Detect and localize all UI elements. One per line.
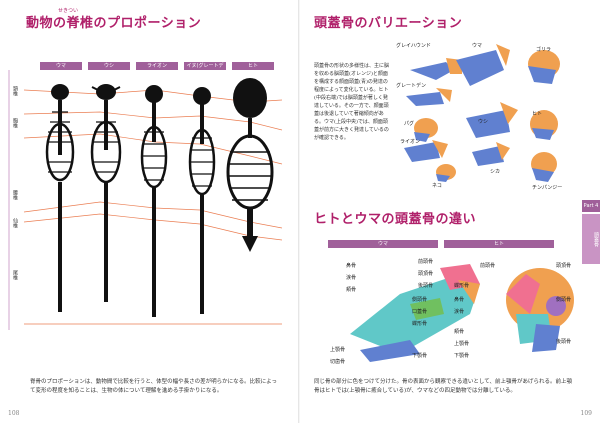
left-page: せきつい 動物の脊椎のプロポーション ウマ ウシ ライオン イヌ(グレートデン)… [8, 8, 283, 417]
skull-greatdane [406, 88, 452, 106]
skull-label-cow: ウシ [478, 119, 489, 125]
skull-label-chimp: チンパンジー [532, 185, 563, 191]
label-cervical: 頸椎 [12, 86, 18, 96]
human-bone-6: 頬骨 [454, 329, 465, 335]
horse-bone-3: 頬骨 [346, 287, 357, 293]
human-bone-1: 前頭骨 [480, 263, 496, 269]
skull-label-lion: ライオン [400, 139, 421, 145]
skull-cow [466, 102, 518, 138]
human-skull [506, 268, 574, 352]
right-intro-text: 頭蓋骨の形状の多様性は、主に脳を収める脳頭蓋(オレンジ)と顔面を構成する顔面頭蓋… [314, 63, 390, 141]
compare-header-human: ヒト [444, 240, 554, 248]
spine-horse [45, 84, 75, 312]
skull-greyhound [410, 58, 462, 80]
skull-label-horse: ウマ [472, 43, 483, 49]
human-bone-4: 後頭骨 [556, 339, 572, 345]
spine-illustration [23, 78, 283, 325]
horse-bone-2: 涙骨 [346, 275, 357, 281]
left-title: 動物の脊椎のプロポーション [26, 16, 202, 31]
right-caption: 同じ骨の部分に色をつけて分けた。骨の表面から観察できる違いとして、前上顎骨があげ… [314, 379, 572, 394]
section-tab: 頭蓋骨 [582, 214, 600, 264]
human-bone-9: 鼻骨 [454, 297, 465, 303]
horse-bone-8: 切歯骨 [330, 359, 346, 365]
horse-bone-6: 後頭骨 [418, 283, 434, 289]
animal-label-lion: ライオン [136, 62, 178, 70]
skull-label-gorilla: ゴリラ [536, 47, 552, 53]
right-title-compare: ヒトとウマの頭蓋骨の違い [314, 212, 477, 227]
human-bone-10: 涙骨 [454, 309, 465, 315]
animal-label-cow: ウシ [88, 62, 130, 70]
left-caption: 脊骨のプロポーションは、動物間で比較を行うと、体型の幅や長さの差が明らかになる。… [30, 379, 278, 394]
skull-label-greyhound: グレイハウンド [396, 43, 431, 49]
skull-human-small [530, 110, 558, 140]
skull-deer [472, 142, 510, 166]
animal-label-human: ヒト [232, 62, 274, 70]
spine-lion [140, 85, 168, 317]
horse-bone-5: 頭頂骨 [418, 271, 434, 277]
right-page: 頭蓋骨のバリエーション 頭蓋骨の形状の多様性は、主に脳を収める脳頭蓋(オレンジ)… [300, 0, 600, 423]
human-bone-2: 頭頂骨 [556, 263, 572, 269]
spine-human [226, 78, 274, 252]
label-lumbar: 腰椎 [12, 190, 18, 200]
human-bone-8: 下顎骨 [454, 353, 470, 359]
label-thoracic: 胸椎 [12, 118, 18, 128]
human-bone-5: 蝶形骨 [454, 283, 470, 289]
human-bone-3: 側頭骨 [556, 297, 572, 303]
skull-chimp [531, 152, 557, 182]
left-border [8, 70, 10, 330]
skull-label-greatdane: グレートデン [396, 83, 427, 89]
horse-bone-9: 側頭骨 [412, 297, 428, 303]
horse-bone-10: 口蓋骨 [412, 309, 428, 315]
horse-skull [350, 264, 480, 362]
right-title-variations: 頭蓋骨のバリエーション [314, 16, 463, 31]
animal-label-horse: ウマ [40, 62, 82, 70]
compare-header-horse: ウマ [328, 240, 438, 248]
horse-bone-1: 鼻骨 [346, 263, 357, 269]
label-caudal: 尾椎 [12, 270, 18, 280]
skull-label-deer: シカ [490, 169, 501, 175]
spine-cow [90, 84, 122, 302]
skull-gorilla [528, 50, 560, 84]
horse-bone-11: 下顎骨 [412, 353, 428, 359]
horse-bone-4: 前頭骨 [418, 259, 434, 265]
skull-label-cat: ネコ [432, 183, 442, 189]
skull-pug [414, 118, 438, 142]
spine-dog [188, 87, 216, 314]
horse-bone-7: 上顎骨 [330, 347, 346, 353]
human-bone-7: 上顎骨 [454, 341, 470, 347]
left-page-number: 108 [8, 410, 20, 417]
skull-cat [436, 164, 456, 182]
skull-label-human: ヒト [532, 111, 543, 117]
spines [45, 78, 274, 317]
skull-horse [456, 44, 510, 86]
skull-comparison-illustration [350, 264, 574, 362]
title-ruby: せきつい [58, 8, 79, 14]
label-sacral: 仙椎 [12, 218, 18, 228]
skull-variations-illustration [404, 44, 560, 182]
skull-lion [404, 140, 448, 162]
animal-label-dog: イヌ(グレートデン) [184, 62, 226, 77]
horse-bone-12: 蝶形骨 [412, 321, 428, 327]
part-tab: Part 4 [582, 200, 600, 212]
right-page-number: 109 [580, 410, 592, 417]
skull-label-pug: パグ [404, 121, 415, 127]
